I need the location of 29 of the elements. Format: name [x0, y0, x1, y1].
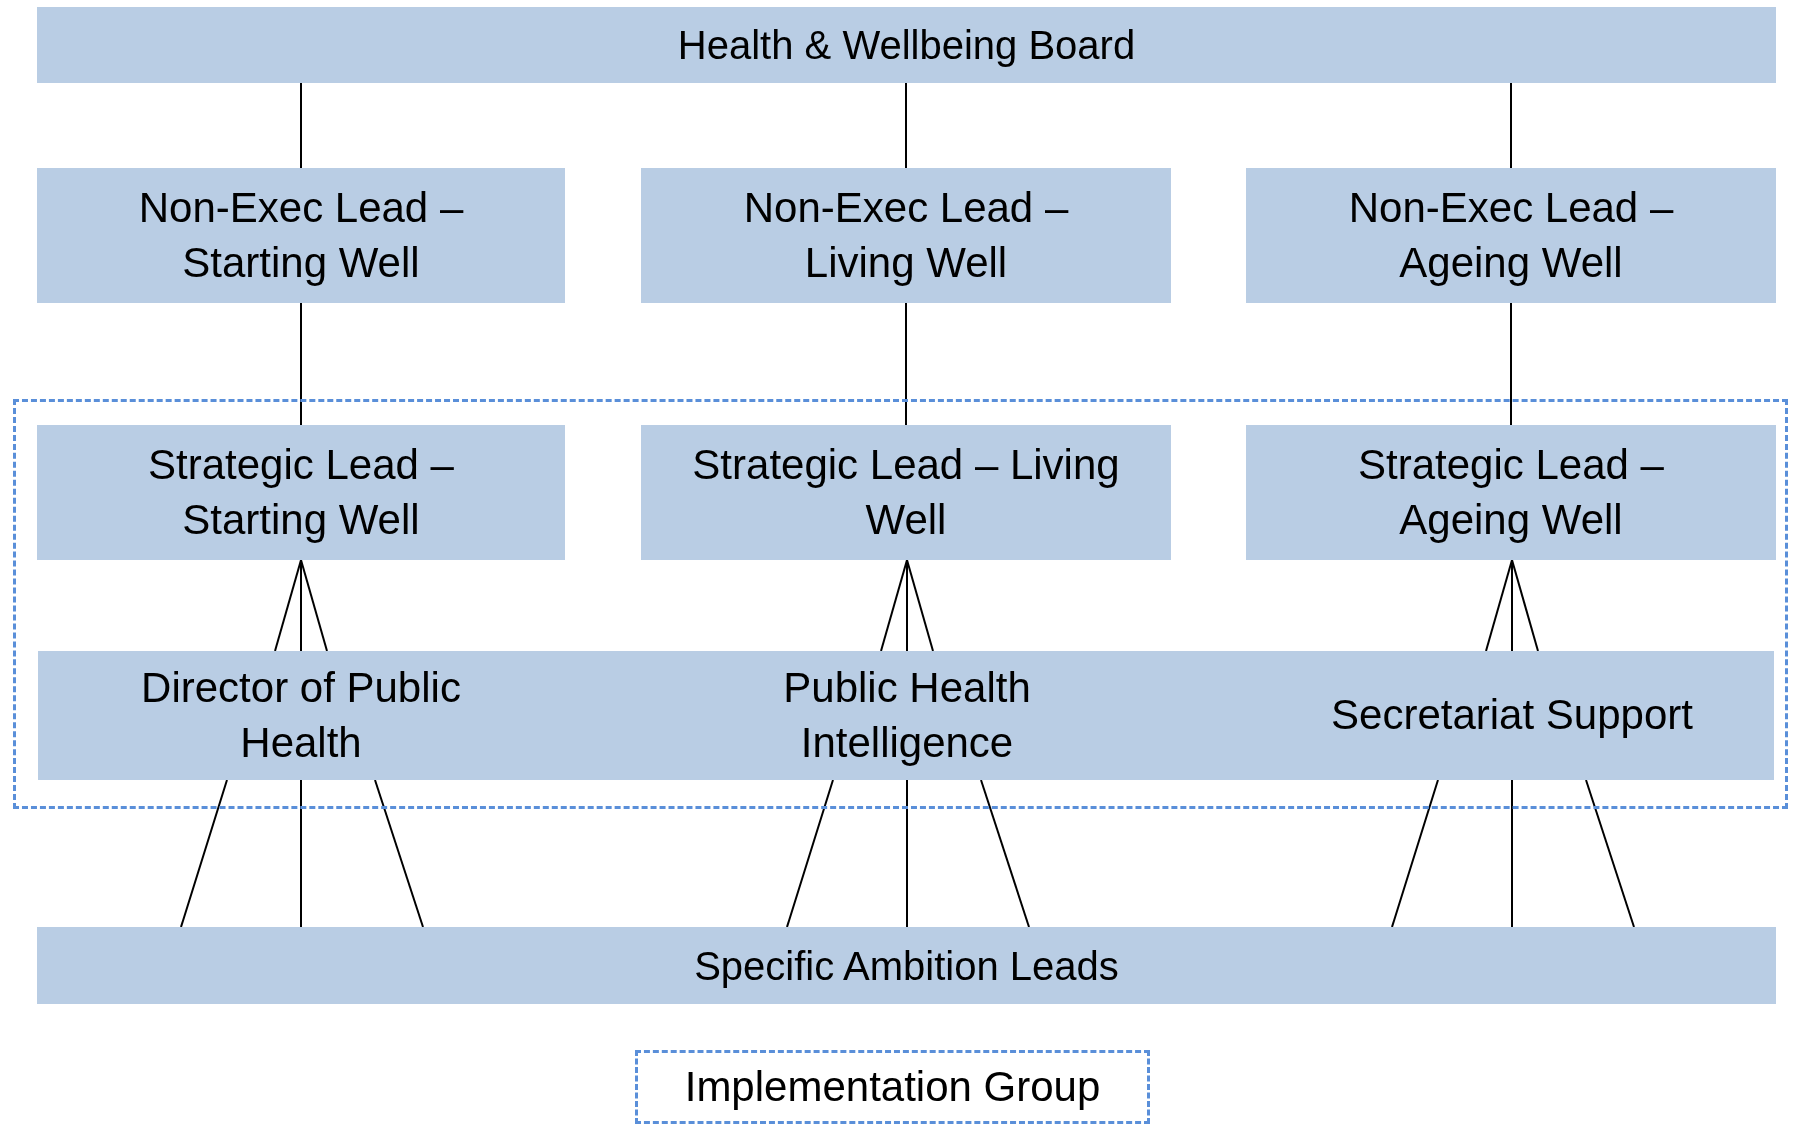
legend-key: Implementation Group — [635, 1050, 1150, 1124]
connector-line — [1511, 559, 1539, 652]
role-box: Strategic Lead – Starting Well — [37, 425, 565, 560]
role-box: Strategic Lead – Ageing Well — [1246, 425, 1776, 560]
connector-line — [274, 559, 302, 652]
role-box: Health & Wellbeing Board — [37, 7, 1776, 83]
connector-line — [300, 82, 302, 169]
role-label: Public Health Intelligence — [667, 651, 1147, 780]
connector-line — [300, 559, 328, 652]
connector-line — [905, 82, 907, 169]
role-box: Specific Ambition Leads — [37, 927, 1776, 1004]
group-outline — [13, 399, 1788, 809]
connector-line — [1510, 82, 1512, 169]
connector-line — [1485, 559, 1513, 652]
connector-line — [906, 559, 934, 652]
role-box: Non-Exec Lead – Living Well — [641, 168, 1171, 303]
role-label: Secretariat Support — [1272, 651, 1752, 780]
connector-line — [300, 302, 302, 426]
connector-line — [1510, 302, 1512, 426]
connector-line — [906, 779, 908, 928]
role-box: Non-Exec Lead – Starting Well — [37, 168, 565, 303]
role-band — [38, 651, 1774, 780]
role-box: Strategic Lead – Living Well — [641, 425, 1171, 560]
connector-line — [1511, 779, 1513, 928]
connector-line — [880, 559, 908, 652]
role-box: Non-Exec Lead – Ageing Well — [1246, 168, 1776, 303]
connector-line — [300, 779, 302, 928]
connector-line — [905, 302, 907, 426]
role-label: Director of Public Health — [101, 651, 501, 780]
